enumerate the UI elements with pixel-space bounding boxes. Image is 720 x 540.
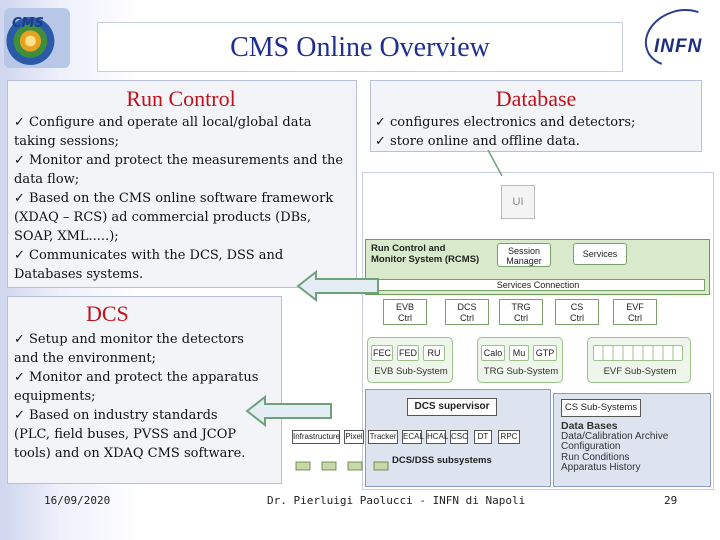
ctrl-name: TRG (511, 302, 531, 312)
dss-tag: Tracker (368, 430, 398, 444)
dss-tag: HCAL (426, 430, 448, 444)
db-title: Data Bases (561, 420, 618, 432)
infn-logo-text: INFN (654, 36, 703, 57)
dcs-line: and the environment; (14, 351, 156, 366)
evb-subsystem-label: EVB Sub-System (374, 366, 448, 377)
cms-logo: CMS (4, 8, 70, 68)
ctrl-sub: Ctrl (398, 313, 412, 323)
database-text: ✓ configures electronics and detectors; … (375, 113, 635, 151)
db-item: Configuration (561, 441, 621, 452)
ctrl-name: CS (570, 302, 584, 312)
trg-tag: GTP (533, 345, 557, 361)
run-control-title: Run Control (126, 86, 236, 111)
dss-subsystems-label: DCS/DSS subsystems (392, 455, 492, 466)
cs-subsystems-box: CS Sub-Systems (561, 399, 641, 417)
evb-tag: FEC (371, 345, 393, 361)
ctrl-name: EVB (395, 302, 414, 312)
dcs-line: tools) and on XDAQ CMS software. (14, 446, 246, 461)
dcs-text: ✓ Setup and monitor the detectors and th… (14, 330, 258, 463)
evf-subsystem-label: EVF Sub-System (603, 366, 677, 377)
run-control-line: SOAP, XML.....); (14, 229, 119, 244)
arrow-database-to-diagram-icon (487, 150, 503, 176)
footer-page-number: 29 (664, 494, 678, 507)
dcs-line: ✓ Setup and monitor the detectors (14, 332, 244, 347)
dss-tag: DT (474, 430, 492, 444)
ctrl-sub: Ctrl (514, 313, 528, 323)
databases-list: Data Bases Data/Calibration Archive Conf… (561, 421, 668, 474)
dss-tag: RPC (498, 430, 520, 444)
title-box: CMS Online Overview (97, 22, 623, 72)
database-title: Database (495, 86, 577, 111)
evf-ctrl-box: EVF Ctrl (613, 299, 657, 325)
arrow-to-run-control-icon (296, 270, 379, 302)
run-control-line: (XDAQ – RCS) ad commercial products (DBs… (14, 210, 311, 225)
db-item: Apparatus History (561, 462, 641, 473)
db-item: Data/Calibration Archive (561, 430, 669, 442)
services-box: Services (573, 243, 627, 265)
run-control-line: data flow; (14, 172, 80, 187)
trg-ctrl-box: TRG Ctrl (499, 299, 543, 325)
run-control-line: ✓ Monitor and protect the measurements a… (14, 153, 344, 168)
dss-tag: Infrastructure (292, 430, 340, 444)
run-control-line: Databases systems. (14, 267, 144, 282)
cms-architecture-diagram: UI Run Control and Monitor System (RCMS)… (362, 172, 714, 490)
session-manager-label: Manager (506, 256, 542, 266)
ctrl-sub: Ctrl (628, 313, 642, 323)
run-control-line: ✓ Communicates with the DCS, DSS and (14, 248, 284, 263)
session-manager-box: Session Manager (497, 243, 551, 267)
page-title: CMS Online Overview (230, 32, 490, 63)
database-line: ✓ store online and offline data. (375, 134, 580, 149)
dcs-line: ✓ Based on industry standards (14, 408, 218, 423)
run-control-line: ✓ Configure and operate all local/global… (14, 115, 312, 130)
ui-box: UI (501, 185, 535, 219)
ctrl-name: DCS (457, 302, 477, 312)
footer-date: 16/09/2020 (44, 494, 111, 507)
ctrl-sub: Ctrl (460, 313, 474, 323)
trg-subsystem-label: TRG Sub-System (483, 366, 559, 377)
cs-ctrl-box: CS Ctrl (555, 299, 599, 325)
dss-tag: CSC (450, 430, 468, 444)
dcs-supervisor-box: DCS supervisor (407, 398, 497, 416)
database-line: ✓ configures electronics and detectors; (375, 115, 636, 130)
database-panel: Database ✓ configures electronics and de… (370, 80, 702, 152)
arrow-to-dcs-icon (245, 395, 332, 427)
rcms-label-line: Run Control and (371, 243, 446, 254)
trg-tag: Mu (509, 345, 529, 361)
cms-logo-text: CMS (12, 16, 44, 31)
evb-tag: RU (423, 345, 445, 361)
services-connection-bar: Services Connection (371, 279, 705, 291)
session-manager-label: Session (507, 246, 541, 256)
run-control-panel: Run Control ✓ Configure and operate all … (7, 80, 357, 288)
infn-logo: INFN (636, 0, 720, 77)
dss-devices-icon (295, 461, 389, 471)
run-control-text: ✓ Configure and operate all local/global… (14, 113, 343, 284)
trg-tag: Calo (481, 345, 505, 361)
dss-tag: ECAL (402, 430, 424, 444)
evb-tag: FED (397, 345, 419, 361)
dcs-line: ✓ Monitor and protect the apparatus (14, 370, 259, 385)
footer-author: Dr. Pierluigi Paolucci - INFN di Napoli (267, 494, 526, 507)
dss-tag-row: Infrastructure Pixel Tracker ECAL HCAL C… (292, 430, 532, 448)
dss-devices (292, 452, 532, 476)
rcms-label: Run Control and Monitor System (RCMS) (371, 243, 479, 265)
db-item: Run Conditions (561, 451, 630, 463)
run-control-line: taking sessions; (14, 134, 119, 149)
dcs-ctrl-box: DCS Ctrl (445, 299, 489, 325)
ctrl-name: EVF (626, 302, 644, 312)
dcs-title: DCS (86, 301, 129, 326)
dcs-panel: DCS ✓ Setup and monitor the detectors an… (7, 296, 282, 484)
dcs-line: (PLC, field buses, PVSS and JCOP (14, 427, 237, 442)
evb-ctrl-box: EVB Ctrl (383, 299, 427, 325)
run-control-line: ✓ Based on the CMS online software frame… (14, 191, 334, 206)
ctrl-sub: Ctrl (570, 313, 584, 323)
dss-tag: Pixel (344, 430, 364, 444)
rcms-label-line: Monitor System (RCMS) (371, 254, 480, 265)
dcs-line: equipments; (14, 389, 96, 404)
evf-farm-icon (593, 345, 683, 361)
